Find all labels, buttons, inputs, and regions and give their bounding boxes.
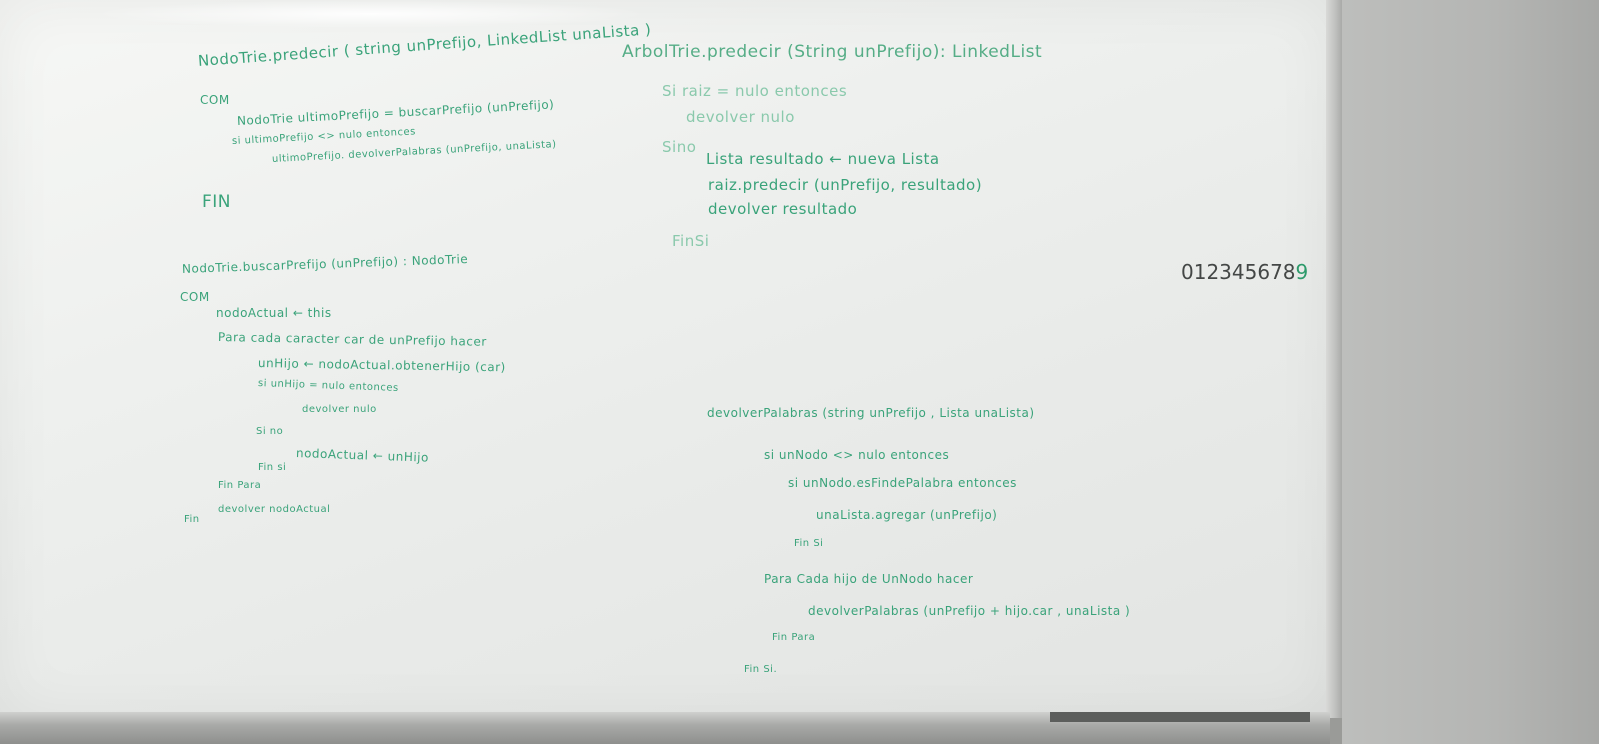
buscar-line-3: unHijo ← nodoActual.obtenerHijo (car) [257,356,506,375]
buscar-line-4: si unHijo = nulo entonces [257,378,399,394]
predecir-line-3: ultimoPrefijo. devolverPalabras (unPrefi… [271,139,557,165]
devolver-line-4: Para Cada hijo de UnNodo hacer [764,572,974,586]
devolver-line-3: unaLista.agregar (unPrefijo) [816,508,998,522]
predecir-fin: FIN [202,192,232,212]
buscar-sino: Si no [256,426,284,437]
buscar-finsi: Fin si [258,462,287,473]
tray-shadow [1050,712,1310,722]
digits-main: 012345678 [1181,260,1296,284]
devolver-finsi-2: Fin Si. [744,664,778,675]
arbol-line-1: Si raiz = nulo entonces [662,82,848,100]
buscar-line-1: nodoActual ← this [216,306,332,320]
buscar-fin: Fin [184,514,200,525]
arbol-sino: Sino [662,138,697,156]
buscar-line-6: nodoActual ← unHijo [295,446,430,465]
devolver-signature: devolverPalabras (string unPrefijo , Lis… [707,406,1035,420]
buscar-line-2: Para cada caracter car de unPrefijo hace… [217,330,487,349]
arbol-line-3: Lista resultado ← nueva Lista [706,150,940,168]
board-frame [1326,0,1342,718]
digit-nine: 9 [1295,260,1309,284]
buscar-finpara: Fin Para [218,480,262,491]
wall [1342,0,1599,744]
arbol-line-2: devolver nulo [686,108,795,126]
buscar-com: COM [180,290,210,304]
digit-sequence: 0123456789 [1181,260,1308,284]
predecir-line-1: NodoTrie ultimoPrefijo = buscarPrefijo (… [236,97,555,128]
devolver-line-2: si unNodo.esFindePalabra entonces [788,476,1017,490]
whiteboard: NodoTrie.predecir ( string unPrefijo, Li… [0,0,1330,718]
arbol-finsi: FinSi [672,232,710,250]
arbol-line-4: raiz.predecir (unPrefijo, resultado) [708,176,983,194]
devolver-line-5: devolverPalabras (unPrefijo + hijo.car ,… [808,604,1131,618]
devolver-finpara: Fin Para [772,632,816,643]
predecir-com: COM [200,93,230,107]
light-glare [90,0,650,28]
buscar-devolver: devolver nodoActual [218,504,331,515]
devolver-finsi-1: Fin Si [794,538,824,549]
arbol-line-5: devolver resultado [708,200,858,218]
arbol-signature: ArbolTrie.predecir (String unPrefijo): L… [622,42,1043,62]
buscar-signature: NodoTrie.buscarPrefijo (unPrefijo) : Nod… [181,252,469,276]
predecir-line-2: si ultimoPrefijo <> nulo entonces [231,126,417,147]
buscar-line-5: devolver nulo [302,404,377,415]
devolver-line-1: si unNodo <> nulo entonces [764,448,950,462]
